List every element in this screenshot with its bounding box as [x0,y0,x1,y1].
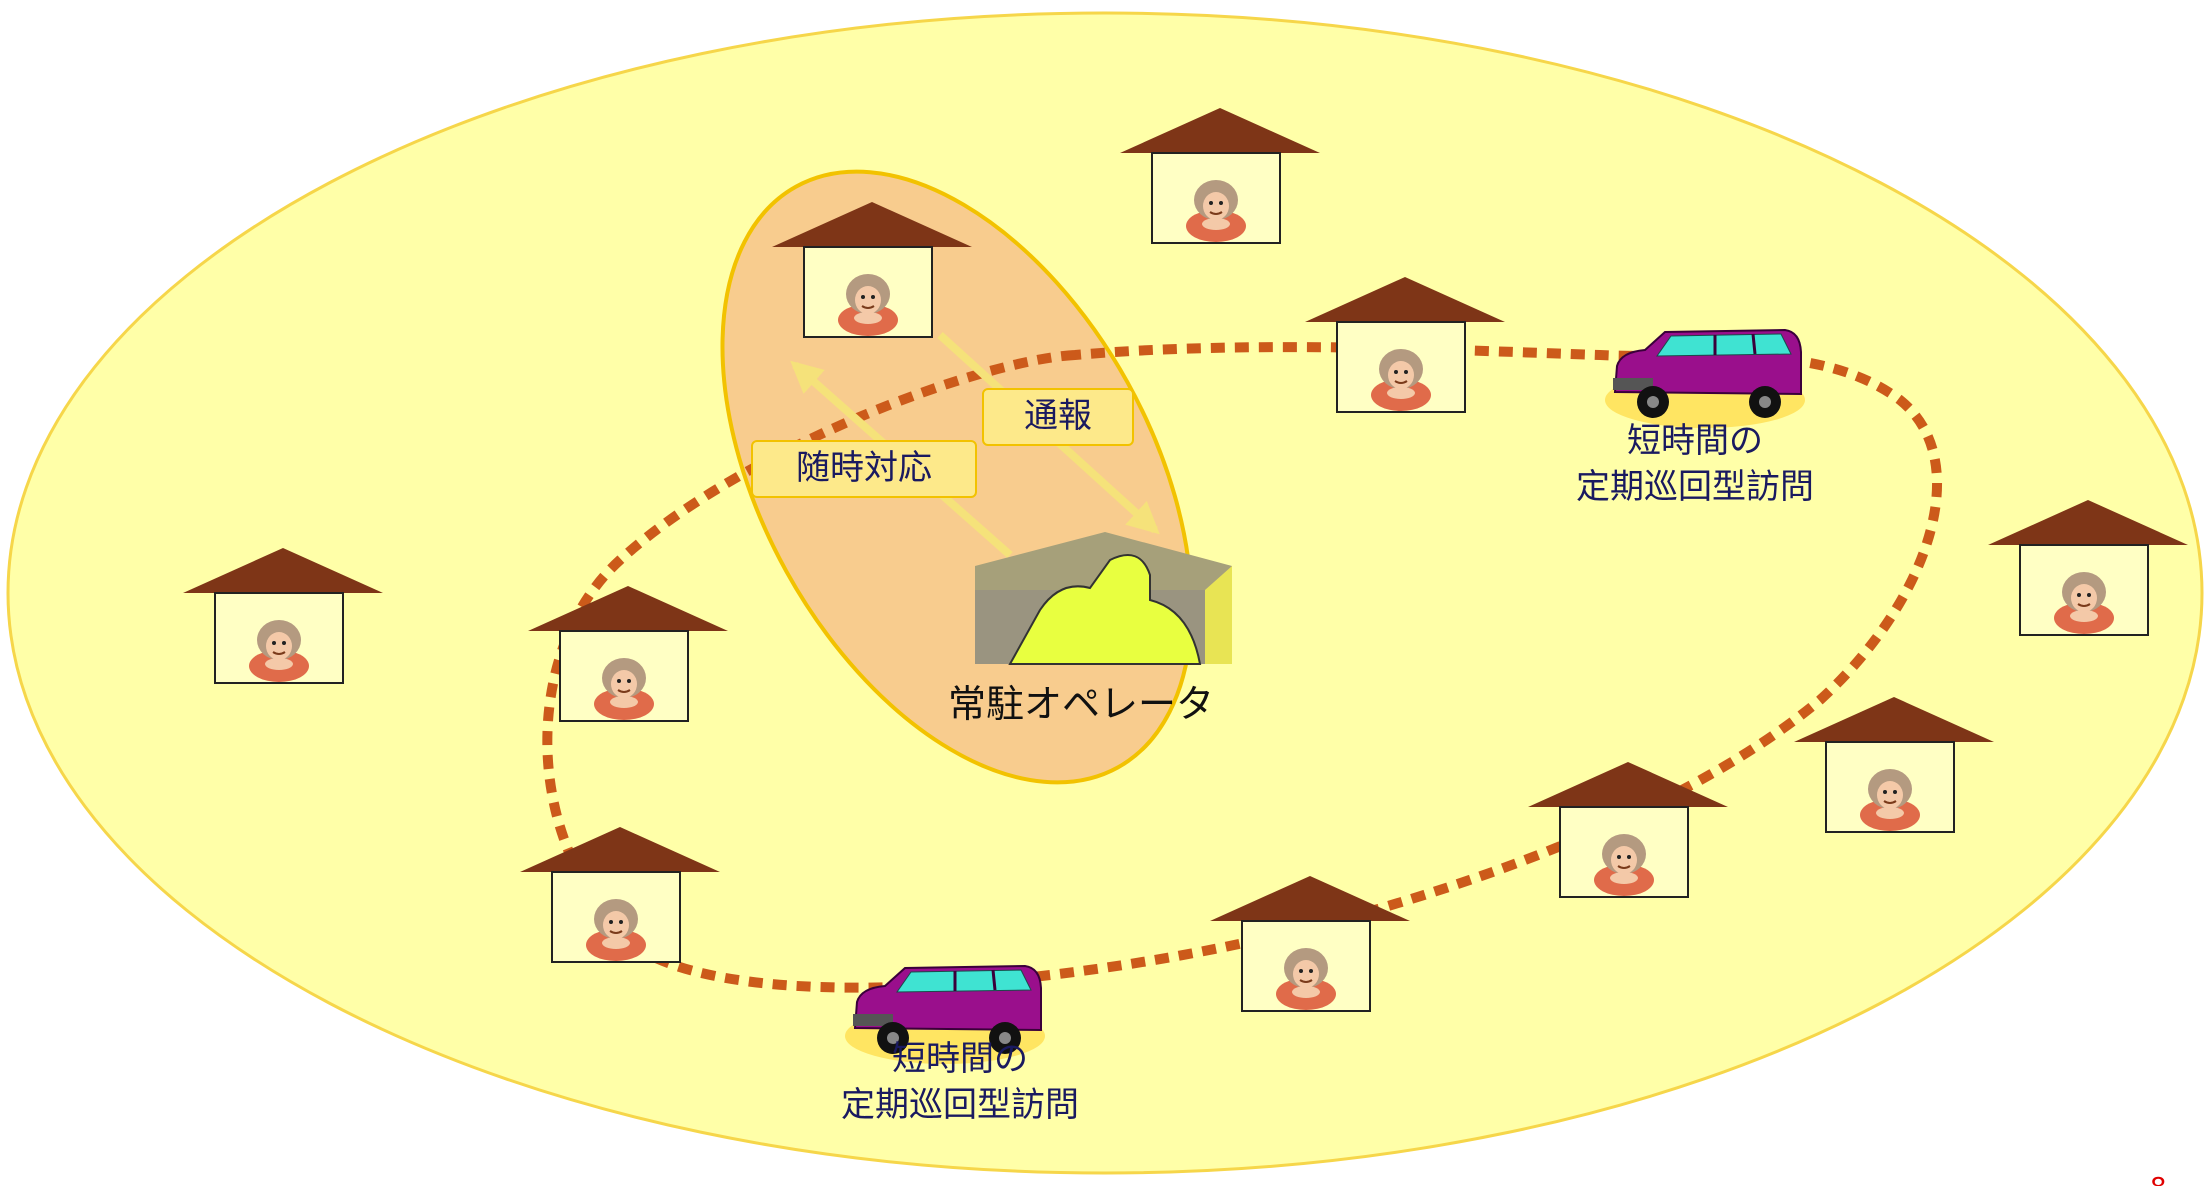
visit-label-right: 短時間の 定期巡回型訪問 [1560,418,1830,510]
visit-label-line1: 短時間の [1627,421,1763,461]
visit-label-bottom: 短時間の 定期巡回型訪問 [825,1036,1095,1128]
visit-label-line2: 定期巡回型訪問 [1576,467,1814,507]
visit-label-line2: 定期巡回型訪問 [841,1085,1079,1125]
report-label: 通報 [982,388,1134,446]
operator-label: 常駐オペレータ [948,682,1215,726]
operator-booth [975,532,1232,665]
response-label: 随時対応 [751,440,977,498]
visit-label-line1: 短時間の [892,1039,1028,1079]
page-number: 8 [2150,1173,2167,1186]
